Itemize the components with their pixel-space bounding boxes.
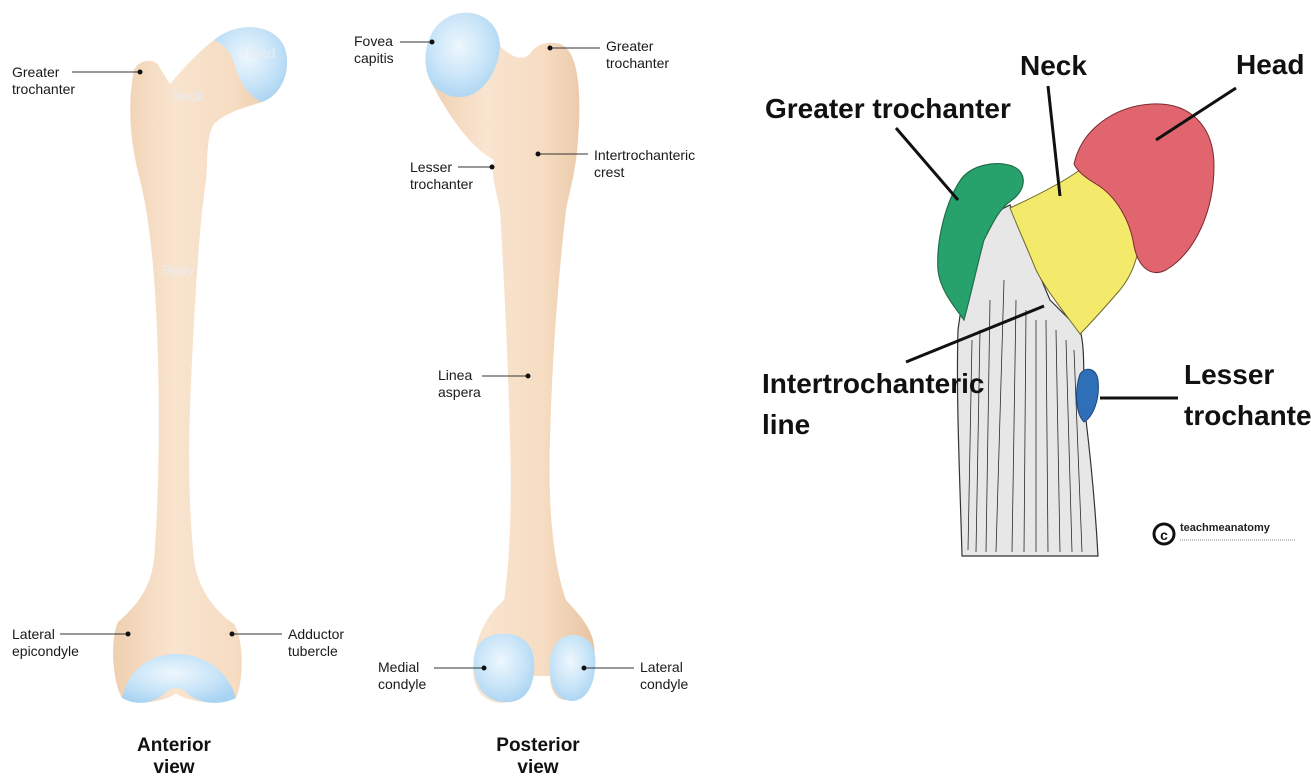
anterior-lateral-epicondyle-callout: Lateral epicondyle [12,626,131,659]
callout-text-line2: capitis [354,50,394,66]
callout-text-line1: Lateral [12,626,55,642]
watermark-text: teachmeanatomy [1180,522,1271,534]
callout-text-line2: trochanter [410,176,473,192]
callout-text-line2: condyle [640,676,688,692]
callout-text-line2: condyle [378,676,426,692]
detail-intertrochanteric-line-label-line1: Intertrochanteric [762,368,985,399]
posterior-lesser-trochanter-callout: Lesser trochanter [410,159,495,192]
detail-greater-trochanter-label: Greater trochanter [765,93,1011,124]
anterior-greater-trochanter-callout: Greater trochanter [12,64,143,97]
callout-text-line2: crest [594,164,624,180]
posterior-medial-condyle-callout: Medial condyle [378,659,487,692]
detail-lesser-trochanter-label-line1: Lesser [1184,359,1274,390]
callout-text-line1: Medial [378,659,419,675]
svg-text:c: c [1160,527,1168,543]
anterior-view-caption-line2: view [153,757,194,778]
detail-neck-label: Neck [1020,50,1087,81]
callout-text-line2: tubercle [288,643,338,659]
callout-text-line2: trochanter [12,81,75,97]
anterior-head-label: Head [242,45,275,61]
callout-text-line1: Intertrochanteric [594,147,695,163]
anterior-adductor-tubercle-callout: Adductor tubercle [230,626,345,659]
proximal-femur-detail: Neck Head Greater trochanter Intertrocha… [762,49,1311,556]
detail-lesser-trochanter [1077,369,1099,422]
detail-head-label: Head [1236,49,1304,80]
posterior-fovea-capitis-callout: Fovea capitis [354,33,435,66]
callout-text-line1: Lateral [640,659,683,675]
callout-text-line2: trochanter [606,55,669,71]
callout-text-line1: Adductor [288,626,344,642]
posterior-view-caption-line1: Posterior [496,735,580,756]
callout-text-line2: aspera [438,384,481,400]
anterior-view: Head Neck Body Greater trochanter Latera… [12,27,344,778]
anterior-femur-bone [113,27,287,702]
callout-text-line1: Fovea [354,33,393,49]
callout-text-line1: Greater [12,64,60,80]
anterior-view-caption-line1: Anterior [137,735,212,756]
anterior-body-label: Body [162,262,194,278]
posterior-view: Fovea capitis Greater trochanter Lesser … [354,13,695,778]
detail-intertrochanteric-line-label-line2: line [762,409,810,440]
detail-lesser-trochanter-label-line2: trochanter [1184,400,1311,431]
posterior-lateral-condyle-callout: Lateral condyle [582,659,689,692]
callout-text-line1: Greater [606,38,654,54]
anterior-neck-label: Neck [172,88,205,104]
posterior-view-caption-line2: view [517,757,558,778]
teachmeanatomy-watermark: c teachmeanatomy [1154,522,1296,544]
callout-text-line1: Linea [438,367,472,383]
callout-text-line1: Lesser [410,159,452,175]
callout-text-line2: epicondyle [12,643,79,659]
posterior-femur-bone [426,13,595,703]
